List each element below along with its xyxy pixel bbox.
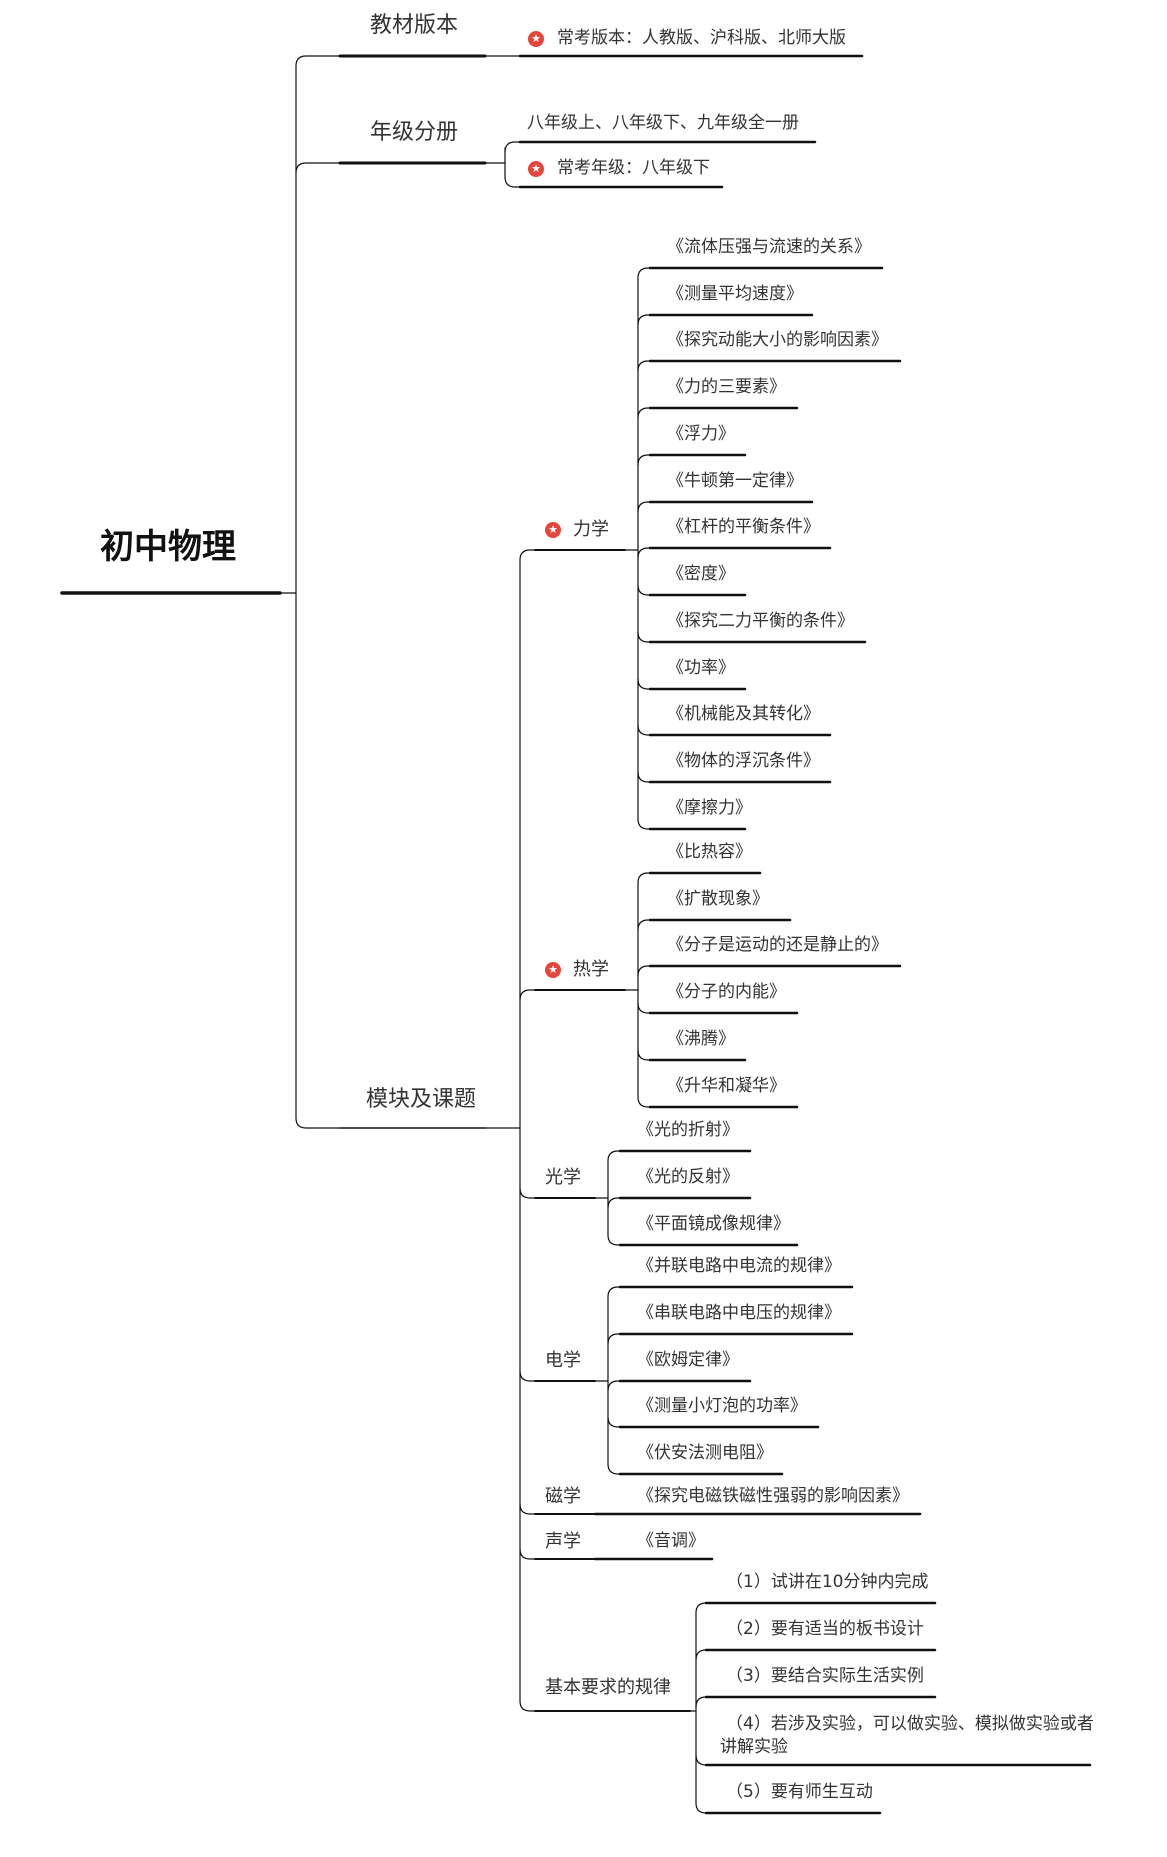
grade-list[interactable]: 八年级上、八年级下、九年级全一册 [527, 113, 799, 133]
electricity-topic[interactable]: 《串联电路中电压的规律》 [637, 1303, 841, 1323]
thermal-topic[interactable]: 《比热容》 [667, 842, 752, 862]
mechanics-topic[interactable]: 《力的三要素》 [667, 377, 786, 397]
mechanics-topic[interactable]: 《牛顿第一定律》 [667, 471, 803, 491]
connector-curve [695, 1649, 707, 1661]
connector-curve [695, 1696, 707, 1708]
module-mechanics[interactable]: 力学 [573, 519, 609, 540]
thermal-topic[interactable]: 《扩散现象》 [667, 889, 769, 909]
thermal-topic[interactable]: 《分子是运动的还是静止的》 [667, 935, 888, 955]
module-thermal[interactable]: 热学 [573, 959, 609, 980]
star-icon [528, 31, 544, 47]
mechanics-topic[interactable]: 《探究动能大小的影响因素》 [667, 330, 888, 350]
requirement-item[interactable]: （4）若涉及实验，可以做实验、模拟做实验或者讲解实验 [720, 1714, 1094, 1757]
connector-curve [607, 1197, 620, 1209]
connector-curve [519, 1370, 535, 1382]
connector-curve [607, 1286, 620, 1298]
root-topic[interactable]: 初中物理 [100, 527, 236, 567]
textbook-common-versions[interactable]: 常考版本：人教版、沪科版、北师大版 [557, 28, 846, 48]
mechanics-topic[interactable]: 《流体压强与流速的关系》 [667, 237, 871, 257]
connector-curve [607, 1333, 620, 1345]
connector-curve [607, 1463, 620, 1475]
requirement-item[interactable]: （5）要有师生互动 [726, 1782, 873, 1802]
mechanics-topic[interactable]: 《浮力》 [667, 424, 735, 444]
module-electricity[interactable]: 电学 [545, 1350, 581, 1371]
star-icon [545, 522, 561, 538]
connector-curve [695, 1602, 707, 1614]
connector-curve [637, 360, 650, 372]
connector-curve [607, 1234, 620, 1246]
magnetism-topic[interactable]: 《探究电磁铁磁性强弱的影响因素》 [637, 1486, 909, 1506]
connector-curve [637, 501, 650, 513]
optics-topic[interactable]: 《平面镜成像规律》 [637, 1214, 790, 1234]
requirement-item[interactable]: （3）要结合实际生活实例 [726, 1666, 924, 1686]
module-acoustics[interactable]: 声学 [545, 1531, 581, 1552]
connector-curve [519, 1548, 535, 1560]
mechanics-topic[interactable]: 《测量平均速度》 [667, 284, 803, 304]
connector-curve [637, 872, 650, 884]
connector-curve [637, 547, 650, 559]
connector-curve [637, 584, 650, 596]
module-magnetism[interactable]: 磁学 [545, 1486, 581, 1507]
connector-curve [607, 1380, 620, 1392]
electricity-topic[interactable]: 《测量小灯泡的功率》 [637, 1396, 807, 1416]
star-icon [528, 161, 544, 177]
connector-curve [637, 267, 650, 279]
connector-curve [637, 965, 650, 977]
connector-curve [695, 1802, 707, 1814]
requirement-item[interactable]: （1）试讲在10分钟内完成 [726, 1572, 929, 1592]
star-icon [545, 962, 561, 978]
connector-curve [637, 631, 650, 643]
thermal-topic[interactable]: 《沸腾》 [667, 1029, 735, 1049]
connector-curve [637, 314, 650, 326]
connector-curve [637, 919, 650, 931]
electricity-topic[interactable]: 《伏安法测电阻》 [637, 1443, 773, 1463]
branch-textbook-version[interactable]: 教材版本 [370, 13, 459, 38]
electricity-topic[interactable]: 《并联电路中电流的规律》 [637, 1256, 841, 1276]
module-basic-requirements[interactable]: 基本要求的规律 [545, 1677, 671, 1698]
mechanics-topic[interactable]: 《机械能及其转化》 [667, 704, 820, 724]
electricity-topic[interactable]: 《欧姆定律》 [637, 1350, 739, 1370]
mechanics-topic[interactable]: 《密度》 [667, 564, 735, 584]
connector-curve [607, 1416, 620, 1428]
branch-modules-topics[interactable]: 模块及课题 [366, 1087, 477, 1112]
mechanics-topic[interactable]: 《杠杆的平衡条件》 [667, 517, 820, 537]
connector-curve [695, 1754, 707, 1766]
connector-curve [519, 1503, 535, 1515]
connector-curve [519, 549, 535, 561]
branch-grade-volumes[interactable]: 年级分册 [370, 120, 459, 145]
connector-curve [519, 1187, 535, 1199]
connector-curve [637, 678, 650, 690]
connector-curve [519, 989, 535, 1001]
thermal-topic[interactable]: 《分子的内能》 [667, 982, 786, 1002]
mechanics-topic[interactable]: 《物体的浮沉条件》 [667, 751, 820, 771]
connector-curve [295, 1117, 340, 1129]
connector-curve [637, 454, 650, 466]
mechanics-topic[interactable]: 《功率》 [667, 658, 735, 678]
connector-curve [504, 176, 520, 188]
connector-curve [637, 1002, 650, 1014]
optics-topic[interactable]: 《光的反射》 [637, 1167, 739, 1187]
connector-curve [295, 55, 340, 67]
mechanics-topic[interactable]: 《摩擦力》 [667, 798, 752, 818]
mechanics-topic[interactable]: 《探究二力平衡的条件》 [667, 611, 854, 631]
connector-curve [637, 818, 650, 830]
optics-topic[interactable]: 《光的折射》 [637, 1120, 739, 1140]
connector-curve [637, 1096, 650, 1108]
connector-curve [637, 407, 650, 419]
connector-curve [295, 162, 340, 174]
connector-curve [607, 1150, 620, 1162]
connector-curve [637, 1049, 650, 1061]
connector-curve [519, 1700, 535, 1712]
module-optics[interactable]: 光学 [545, 1167, 581, 1188]
thermal-topic[interactable]: 《升华和凝华》 [667, 1076, 786, 1096]
connector-curve [637, 724, 650, 736]
grade-common[interactable]: 常考年级：八年级下 [557, 158, 710, 178]
connector-curve [637, 771, 650, 783]
connector-curve [504, 141, 520, 153]
requirement-item[interactable]: （2）要有适当的板书设计 [726, 1619, 924, 1639]
acoustics-topic[interactable]: 《音调》 [637, 1531, 705, 1551]
